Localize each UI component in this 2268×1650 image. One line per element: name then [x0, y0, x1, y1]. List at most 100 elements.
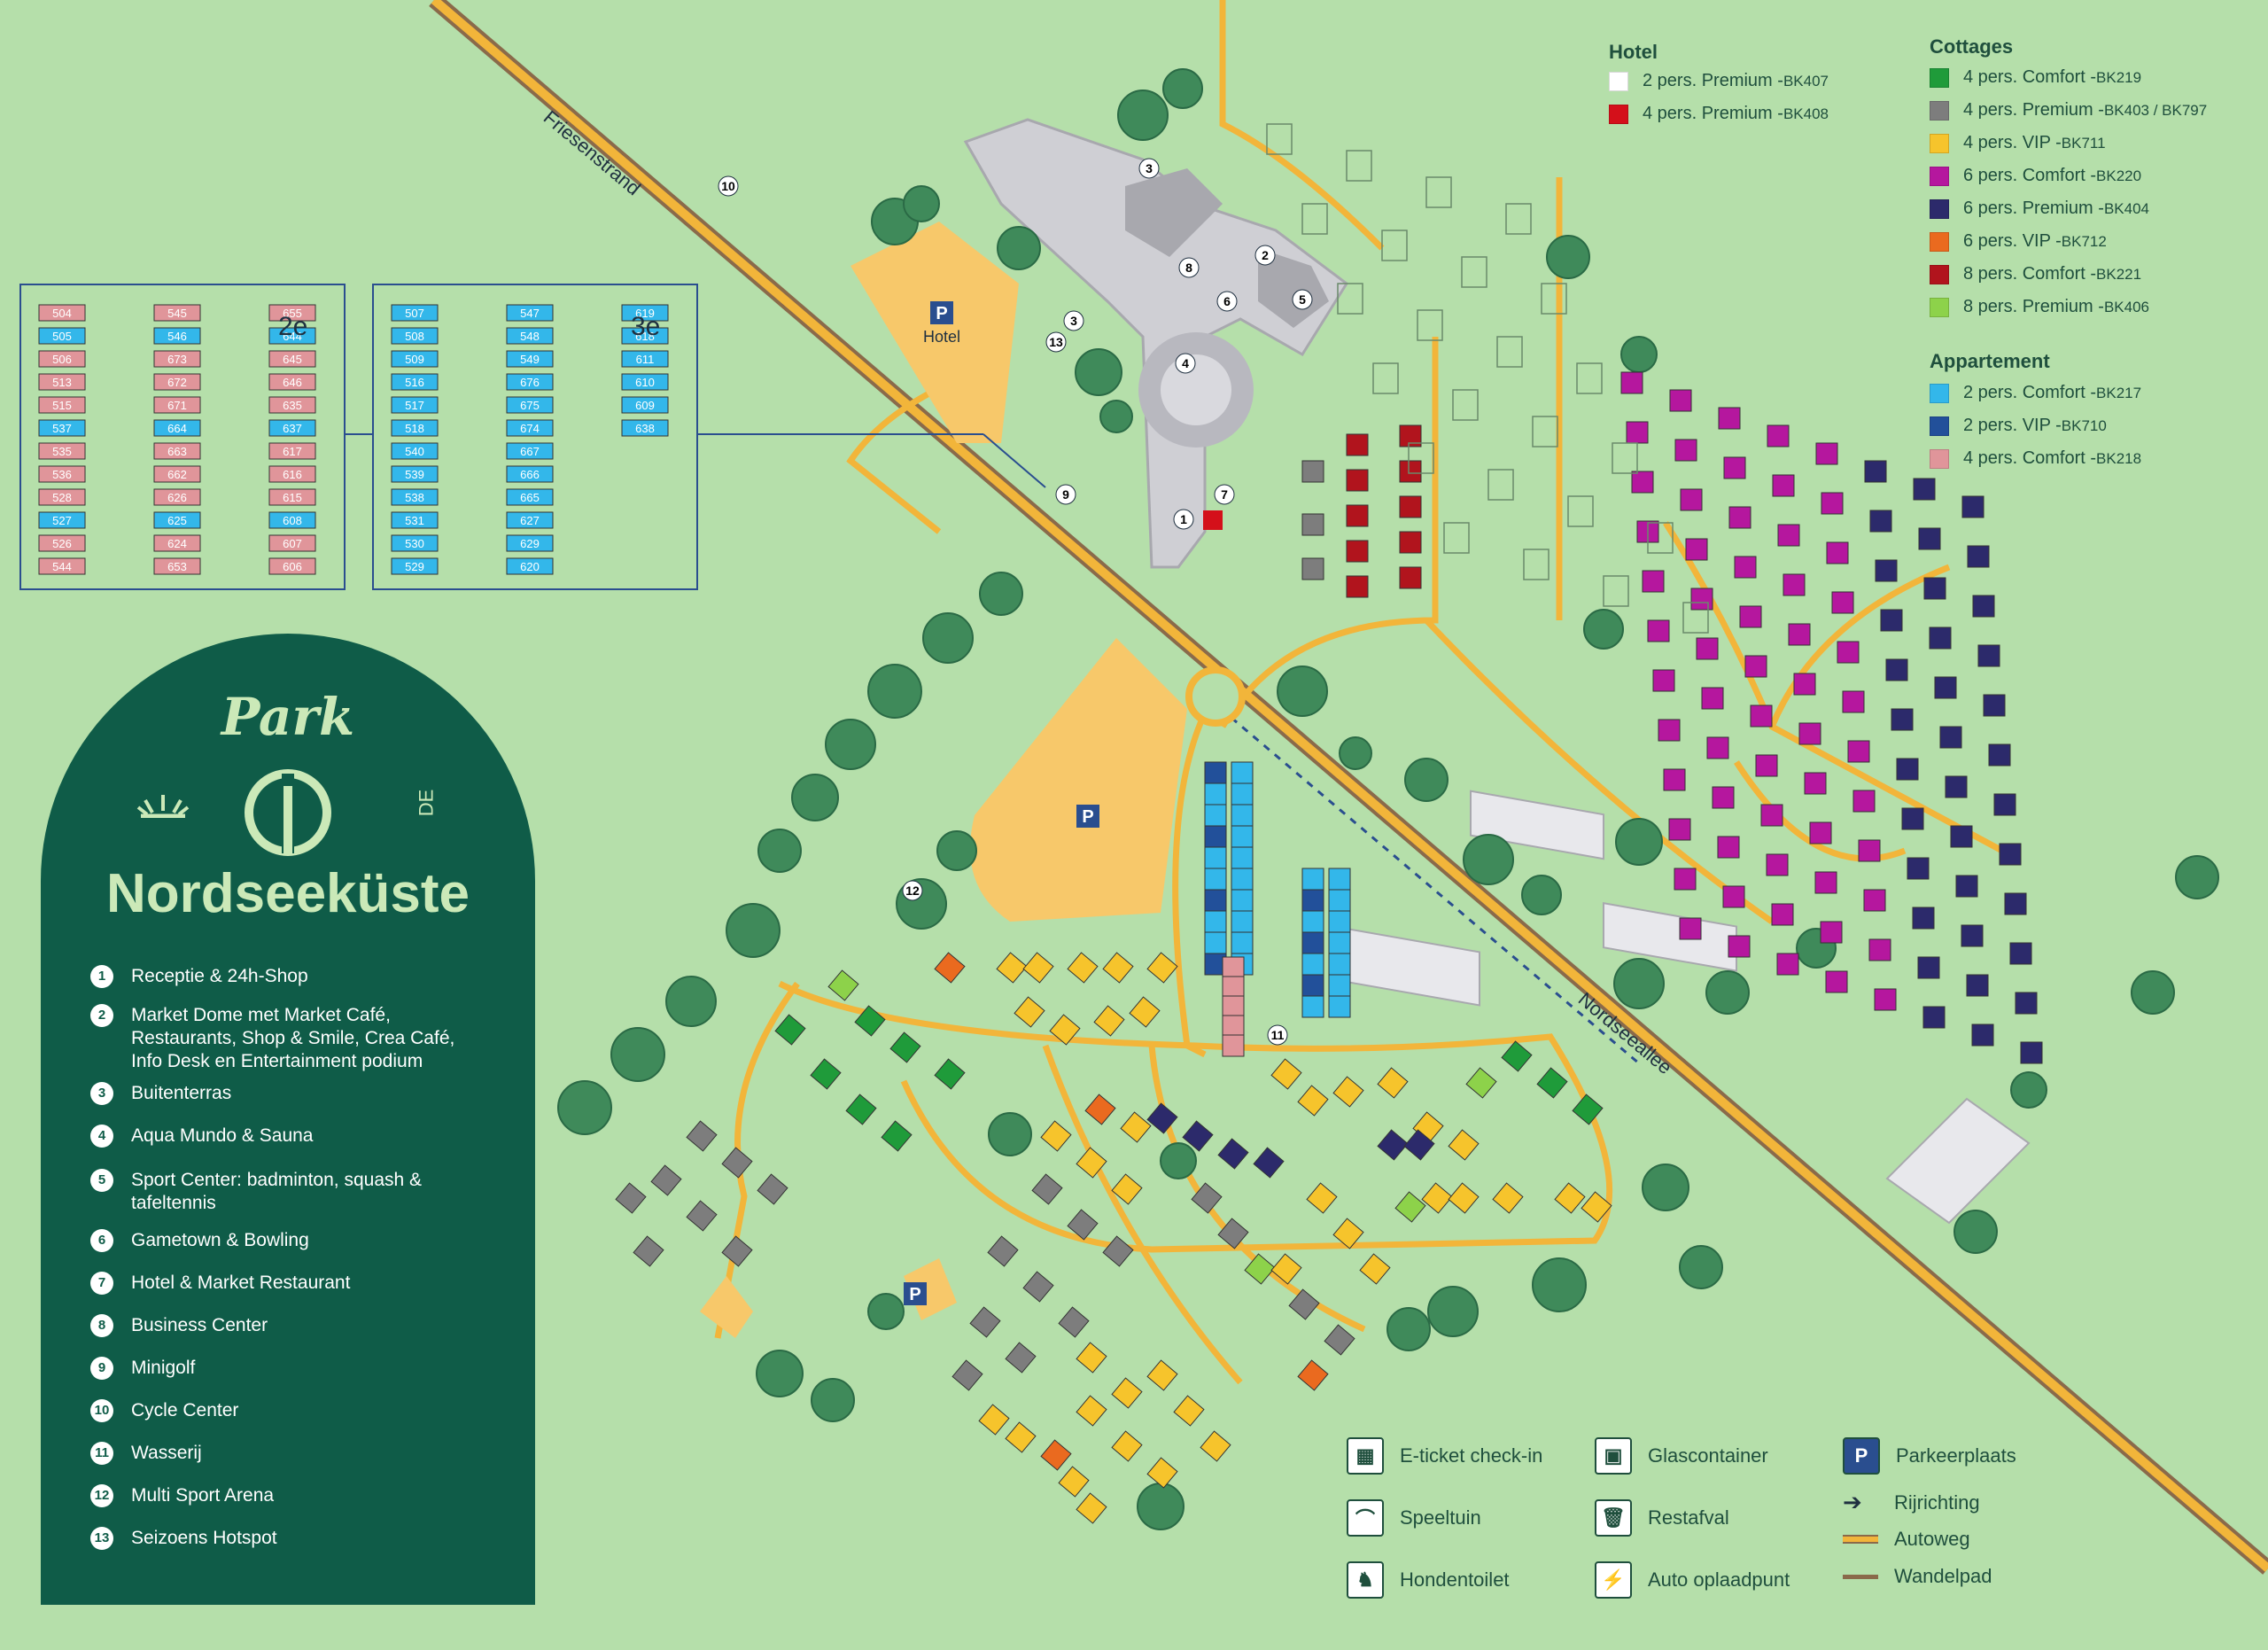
- apartment-unit-number: 507: [405, 307, 424, 320]
- map-poi-number: 13: [1049, 335, 1063, 349]
- cottage-unit: [1875, 559, 1898, 582]
- cottage-unit: [2004, 892, 2027, 915]
- apartment-unit-number: 531: [405, 514, 424, 527]
- legend-code: BK404: [2103, 199, 2149, 217]
- cottage-unit: [1842, 690, 1865, 713]
- small-parking-lot: [700, 1276, 753, 1338]
- apartment-unit-number: 509: [405, 353, 424, 366]
- poi-number-badge: 1: [90, 965, 113, 988]
- cottage-unit: [1722, 885, 1745, 908]
- cottage-unit: [1332, 1218, 1364, 1249]
- parking-icon: [1076, 805, 1099, 828]
- cottage-unit: [1204, 761, 1227, 784]
- apartment-unit-number: 646: [283, 376, 302, 389]
- empty-plot: [1266, 123, 1293, 155]
- poi-text: Hotel & Market Restaurant: [131, 1273, 351, 1293]
- apartment-unit: [38, 511, 86, 529]
- map-poi-number: 5: [1299, 292, 1306, 307]
- cottage-unit: [1723, 456, 1746, 479]
- cottage-unit: [650, 1164, 682, 1196]
- apartment-unit: [506, 557, 554, 575]
- apartment-unit: [506, 488, 554, 506]
- cottage-unit: [978, 1404, 1010, 1436]
- cottage-unit: [854, 1005, 886, 1037]
- cottage-unit: [1204, 931, 1227, 954]
- poi-number-badge: 13: [90, 1527, 113, 1550]
- map-poi-number: 9: [1062, 487, 1069, 502]
- cottage-unit: [1093, 1005, 1125, 1037]
- apartment-unit: [506, 396, 554, 414]
- cottage-unit: [1826, 541, 1849, 564]
- cottage-unit: [934, 952, 966, 984]
- cottage-unit: [1929, 627, 1952, 650]
- apartment-unit-number: 528: [52, 491, 72, 504]
- cottage-unit: [1913, 478, 1936, 501]
- empty-plot: [1541, 283, 1567, 315]
- cottage-unit: [1022, 1271, 1054, 1303]
- legend-item: 4 pers. Comfort - BK219: [1930, 67, 2141, 88]
- cottage-unit: [1399, 566, 1422, 589]
- apartment-unit-number: 538: [405, 491, 424, 504]
- symbol-legend-item: ⌒Speeltuin: [1347, 1499, 1481, 1537]
- symbol-label: Auto oplaadpunt: [1648, 1568, 1790, 1591]
- cottage-unit: [1346, 433, 1369, 456]
- empty-plot: [1425, 176, 1452, 208]
- legend-color-swatch: [1930, 67, 1949, 88]
- cottage-unit: [1084, 1094, 1116, 1125]
- cottage-unit: [1377, 1129, 1409, 1161]
- apartment-unit-number: 645: [283, 353, 302, 366]
- symbol-legend-item: ⚡Auto oplaadpunt: [1595, 1561, 1790, 1599]
- cottage-unit: [1076, 1492, 1107, 1524]
- legend-color-swatch: [1930, 100, 1949, 121]
- cottage-unit: [1231, 761, 1254, 784]
- empty-plot: [1461, 256, 1487, 288]
- cottage-unit: [987, 1235, 1019, 1267]
- legend-label: 6 pers. VIP -: [1963, 231, 2062, 251]
- apartment-unit: [506, 442, 554, 460]
- cottage-unit: [1204, 846, 1227, 869]
- legend-code: BK219: [2096, 68, 2142, 86]
- map-poi-marker: [902, 880, 923, 901]
- apartment-unit: [38, 534, 86, 552]
- cottage-unit: [1869, 510, 1892, 533]
- apartment-unit: [391, 511, 439, 529]
- apartment-unit-number: 529: [405, 560, 424, 573]
- inset-2e-units: 5045055065135155375355365285275265445455…: [38, 304, 316, 575]
- poi-text: Minigolf: [131, 1358, 196, 1378]
- apartment-unit: [268, 396, 316, 414]
- direction-arrow-icon: ➔: [1843, 1489, 1862, 1515]
- apartment-unit-number: 653: [167, 560, 187, 573]
- cottage-unit: [1934, 676, 1957, 699]
- cottage-unit: [1270, 1058, 1302, 1090]
- cottage-unit: [1328, 953, 1351, 976]
- legend-color-swatch: [1930, 166, 1949, 186]
- map-poi-number: 3: [1070, 314, 1077, 328]
- cottage-unit: [1191, 1182, 1223, 1214]
- symbol-legend-item: ♞Hondentoilet: [1347, 1561, 1510, 1599]
- legend-label: 4 pers. Premium -: [1963, 100, 2104, 120]
- cottage-unit: [1448, 1129, 1480, 1161]
- cottage-unit: [757, 1173, 788, 1205]
- apartment-unit-number: 674: [520, 422, 540, 435]
- poi-text: Aqua Mundo & Sauna: [131, 1125, 314, 1146]
- symbol-legend-item: ▦E-ticket check-in: [1347, 1437, 1542, 1475]
- poi-number-badge: 7: [90, 1272, 113, 1295]
- cottage-unit: [1922, 1006, 1946, 1029]
- country-code: DE: [415, 789, 438, 817]
- cottage-blocks: [615, 123, 2043, 1524]
- legend-label: 6 pers. Comfort -: [1963, 166, 2097, 185]
- poi-text: Sport Center: badminton, squash & tafelt…: [131, 1170, 423, 1213]
- cottage-unit: [1718, 407, 1741, 430]
- symbol-label: Wandelpad: [1894, 1565, 1992, 1587]
- svg-text:P: P: [909, 1285, 920, 1304]
- apartment-unit: [38, 488, 86, 506]
- map-poi-marker: [718, 175, 739, 197]
- cottage-unit: [1377, 1067, 1409, 1099]
- cottage-unit: [1111, 1430, 1143, 1462]
- cottage-unit: [1820, 921, 1843, 944]
- footpath-line-icon: [1843, 1574, 1878, 1579]
- empty-plot: [1612, 442, 1638, 474]
- cottage-unit: [1783, 573, 1806, 596]
